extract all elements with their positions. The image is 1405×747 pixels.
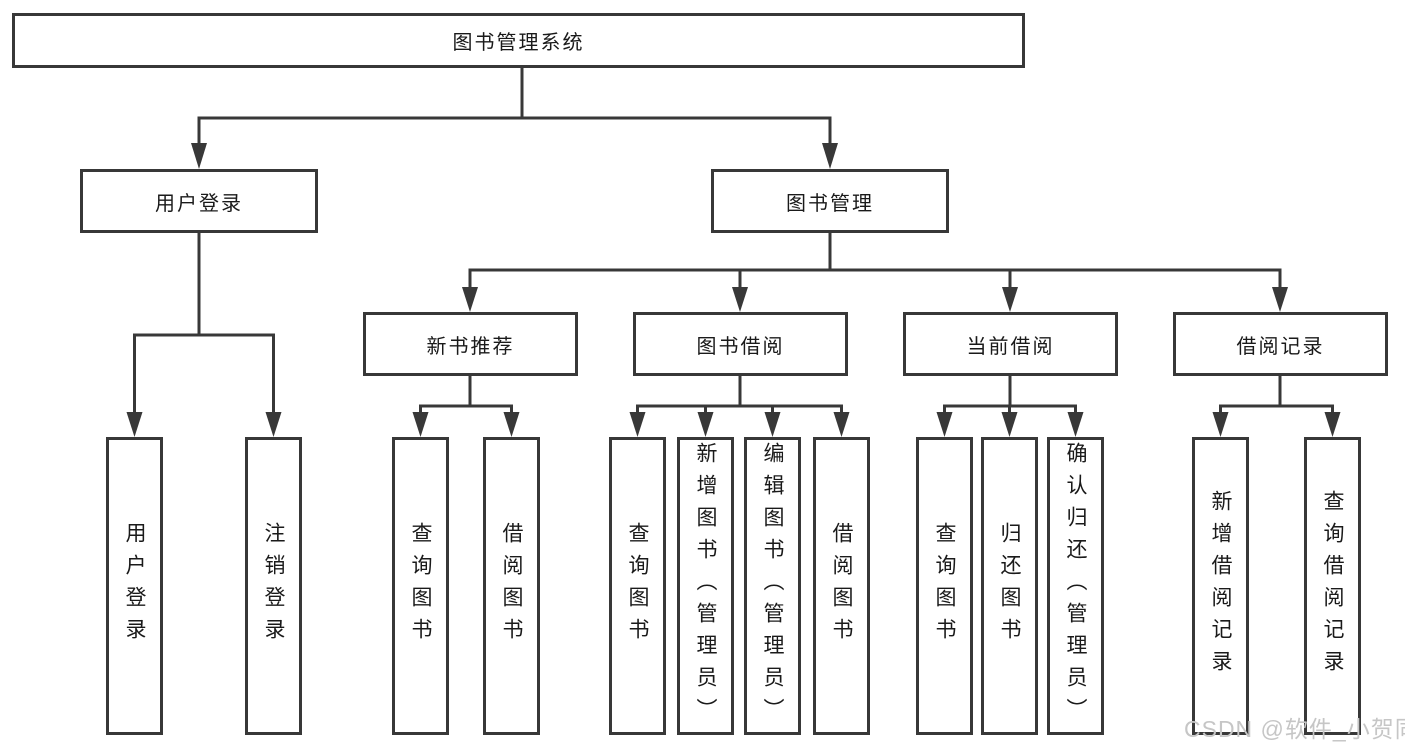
node-label: 当前借阅 <box>966 335 1055 358</box>
node-label: 借阅记录 <box>1236 335 1325 358</box>
node-book-management: 图书管理 <box>711 169 949 233</box>
node-label: 图书借阅 <box>696 335 785 358</box>
leaf-label: 归还图书 <box>998 522 1021 650</box>
csdn-watermark: CSDN @软件_小贺同学 <box>1184 716 1405 742</box>
node-borrow-records: 借阅记录 <box>1173 312 1388 376</box>
leaf-label: 新增借阅记录 <box>1209 490 1232 682</box>
leaf-label: 查询图书 <box>409 522 432 650</box>
leaf-newbooks-query-books: 查询图书 <box>392 437 449 735</box>
leaf-borrow-edit-books-admin: 编辑图书（管理员） <box>744 437 801 735</box>
leaf-records-add-record: 新增借阅记录 <box>1192 437 1249 735</box>
leaf-label: 编辑图书（管理员） <box>761 442 784 730</box>
leaf-user-login: 用户登录 <box>106 437 163 735</box>
leaf-newbooks-borrow-books: 借阅图书 <box>483 437 540 735</box>
leaf-label: 注销登录 <box>262 522 285 650</box>
leaf-label: 用户登录 <box>123 522 146 650</box>
leaf-current-confirm-return-admin: 确认归还（管理员） <box>1047 437 1104 735</box>
node-new-book-recommend: 新书推荐 <box>363 312 578 376</box>
node-label: 图书管理系统 <box>452 32 585 54</box>
node-book-borrow: 图书借阅 <box>633 312 848 376</box>
leaf-records-query-record: 查询借阅记录 <box>1304 437 1361 735</box>
leaf-logout: 注销登录 <box>245 437 302 735</box>
node-library-management-system: 图书管理系统 <box>12 13 1025 68</box>
node-label: 图书管理 <box>786 192 874 215</box>
node-label: 新书推荐 <box>426 335 515 358</box>
leaf-current-query-books: 查询图书 <box>916 437 973 735</box>
node-user-login: 用户登录 <box>80 169 318 233</box>
leaf-borrow-add-books-admin: 新增图书（管理员） <box>677 437 734 735</box>
leaf-label: 借阅图书 <box>500 522 523 650</box>
leaf-label: 新增图书（管理员） <box>694 442 717 730</box>
leaf-label: 查询图书 <box>933 522 956 650</box>
node-current-borrow: 当前借阅 <box>903 312 1118 376</box>
leaf-label: 查询图书 <box>626 522 649 650</box>
leaf-borrow-query-books: 查询图书 <box>609 437 666 735</box>
leaf-label: 查询借阅记录 <box>1321 490 1344 682</box>
leaf-current-return-books: 归还图书 <box>981 437 1038 735</box>
leaf-label: 确认归还（管理员） <box>1064 442 1087 730</box>
leaf-label: 借阅图书 <box>830 522 853 650</box>
leaf-borrow-borrow-books: 借阅图书 <box>813 437 870 735</box>
node-label: 用户登录 <box>155 192 243 215</box>
